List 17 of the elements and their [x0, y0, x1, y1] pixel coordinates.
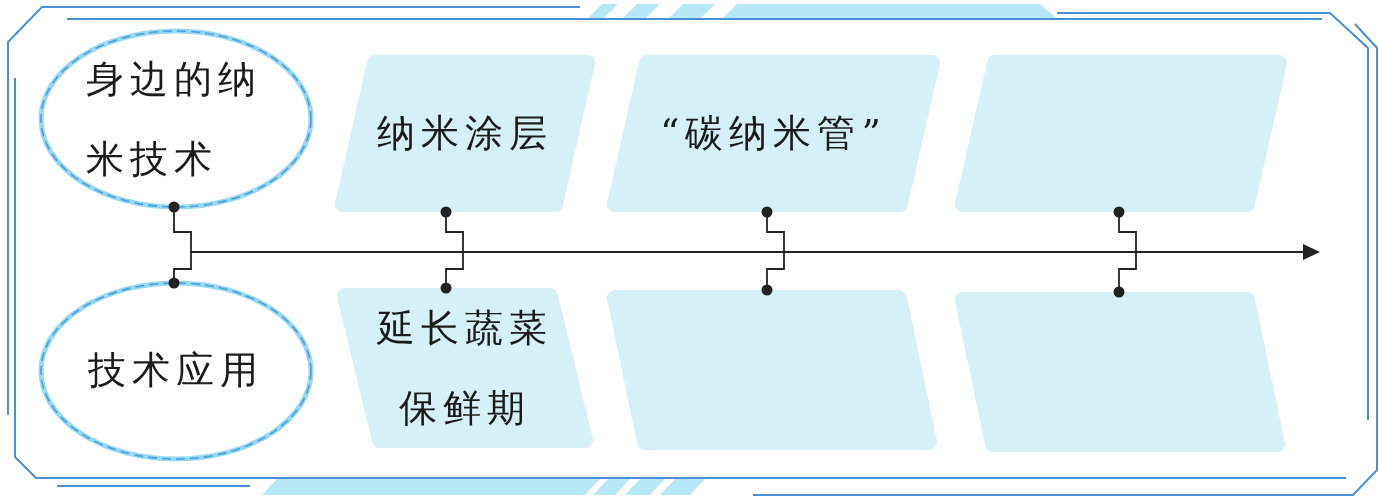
dashed-ellipse — [38, 28, 314, 210]
parallelogram-box — [955, 292, 1285, 452]
parallelogram-box — [335, 55, 595, 212]
connector-line — [1113, 206, 1137, 298]
connector-line — [440, 206, 464, 294]
parallelogram-box — [955, 55, 1287, 212]
node-label: “碳纳米管” — [660, 111, 887, 156]
connector-line — [761, 206, 785, 296]
node-label: 技术应用 — [88, 349, 264, 393]
node-label: 身边的纳米技术 — [86, 56, 263, 183]
dashed-ellipse — [38, 280, 314, 462]
parallelogram-box — [607, 290, 937, 450]
parallelogram-box — [607, 55, 940, 212]
node-label: 延长蔬菜保鲜期 — [376, 305, 554, 432]
parallelogram-box — [337, 288, 593, 448]
connector-line — [168, 201, 192, 289]
node-label: 纳米涂层 — [377, 111, 553, 156]
